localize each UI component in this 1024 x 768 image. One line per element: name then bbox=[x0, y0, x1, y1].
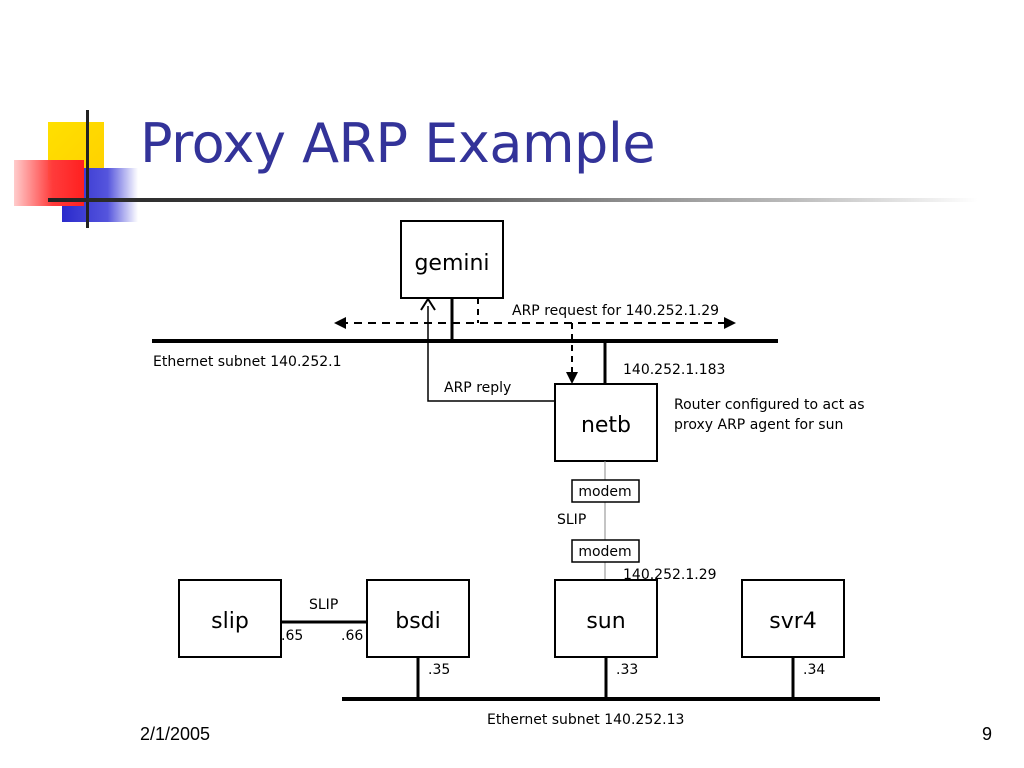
router-note-line1: Router configured to act as bbox=[674, 397, 865, 413]
arp-request-label: ARP request for 140.252.1.29 bbox=[512, 303, 719, 319]
modem-top-box bbox=[571, 479, 640, 503]
arp-reply-path bbox=[427, 306, 555, 402]
footer-date: 2/1/2005 bbox=[140, 724, 211, 744]
slip-bsdi-link-label: SLIP bbox=[309, 597, 338, 613]
host-gemini-box bbox=[400, 220, 504, 299]
page-number: 9 bbox=[981, 724, 992, 744]
slip-address-label: .65 bbox=[281, 628, 303, 644]
host-slip-box bbox=[178, 579, 282, 658]
bottom-subnet-label: Ethernet subnet 140.252.13 bbox=[487, 712, 684, 728]
host-netb-label: netb bbox=[581, 413, 631, 438]
top-subnet-label: Ethernet subnet 140.252.1 bbox=[153, 354, 342, 370]
arp-request-netb-arrowhead bbox=[566, 372, 578, 384]
bsdi-slip-address-label: .66 bbox=[341, 628, 363, 644]
netb-address-label: 140.252.1.183 bbox=[623, 362, 725, 378]
modem-bottom-label: modem bbox=[578, 544, 631, 560]
host-sun-box bbox=[554, 579, 658, 658]
host-svr4-box bbox=[741, 579, 845, 658]
page-title: Proxy ARP Example bbox=[140, 112, 656, 175]
sun-address-label: .33 bbox=[616, 662, 638, 678]
modem-bottom-box bbox=[571, 539, 640, 563]
arp-request-arrowhead-left bbox=[334, 317, 346, 329]
netb-slip-label: SLIP bbox=[557, 512, 586, 528]
deco-vertical-line bbox=[86, 110, 89, 228]
bsdi-address-label: .35 bbox=[428, 662, 450, 678]
host-netb-box bbox=[554, 383, 658, 462]
arp-reply-label: ARP reply bbox=[444, 380, 511, 396]
modem-top-label: modem bbox=[578, 484, 631, 500]
host-gemini-label: gemini bbox=[414, 251, 489, 276]
svr4-address-label: .34 bbox=[803, 662, 825, 678]
title-underline bbox=[48, 198, 978, 202]
router-note-line2: proxy ARP agent for sun bbox=[674, 417, 843, 433]
arp-request-arrowhead-right bbox=[724, 317, 736, 329]
host-sun-label: sun bbox=[586, 609, 625, 634]
host-slip-label: slip bbox=[211, 609, 249, 634]
arp-reply-open-arrowhead bbox=[420, 297, 436, 311]
host-svr4-label: svr4 bbox=[769, 609, 817, 634]
host-bsdi-label: bsdi bbox=[395, 609, 441, 634]
